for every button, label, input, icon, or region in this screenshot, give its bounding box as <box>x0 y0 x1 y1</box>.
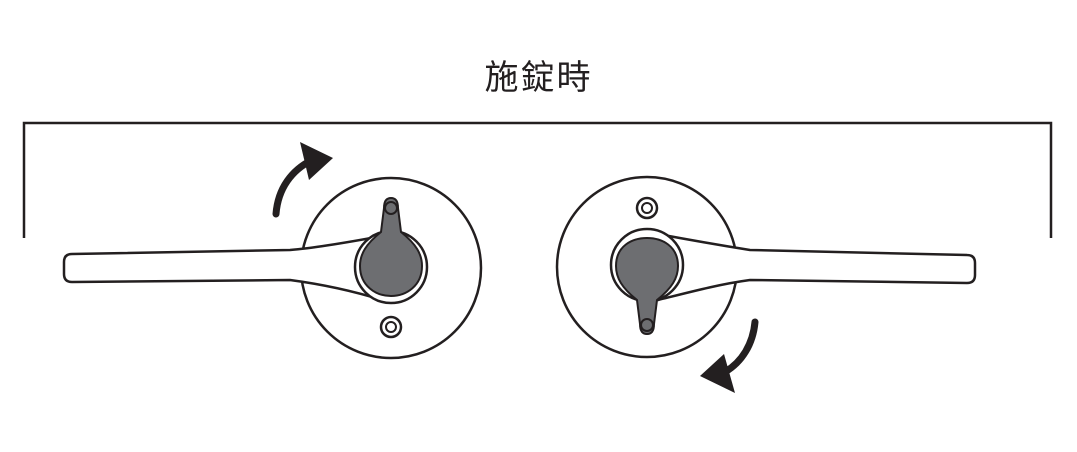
left-lever-assembly <box>62 176 483 360</box>
left-thumbturn <box>358 196 424 298</box>
right-thumbturn <box>614 236 680 336</box>
bracket-line <box>22 121 1053 238</box>
right-rotation-arrow <box>700 318 759 393</box>
right-thumbturn-tip <box>640 318 654 332</box>
left-thumbturn-tip <box>384 201 398 215</box>
left-lever-arm <box>62 234 384 302</box>
right-lever-arm <box>656 232 977 302</box>
right-upper-screw <box>635 196 659 220</box>
right-lever-assembly <box>555 175 977 359</box>
left-rotation-arrow <box>272 142 333 218</box>
diagram-title: 施錠時 <box>484 58 593 98</box>
left-lower-screw <box>379 315 403 339</box>
